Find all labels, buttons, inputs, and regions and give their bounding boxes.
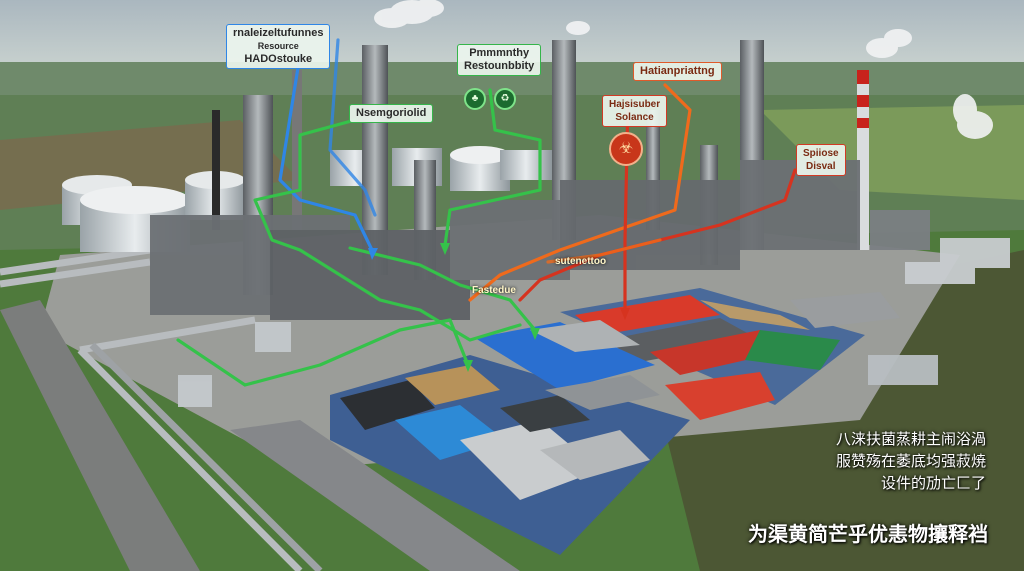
label-line: Solance bbox=[615, 112, 654, 123]
recycle-icon: ♻ bbox=[494, 88, 516, 110]
resource-management-label: rnaleizeltufunnes Resource HADOstouke bbox=[226, 24, 331, 69]
nonhazardous-solid-label: Nsemgoriolid bbox=[349, 104, 434, 123]
special-disposal-label: Spiiose Disval bbox=[796, 144, 846, 176]
hazard-treatment-label: Hatianpriattng bbox=[633, 62, 722, 81]
caption-line-1: 八涞扶菌蒸耕主闹浴渦 bbox=[835, 430, 986, 448]
caption-line-2: 服赞殇在萎底均强菽焼 bbox=[835, 452, 986, 470]
label-line: Spiiose bbox=[803, 148, 839, 159]
label-line: Hajsisuber bbox=[609, 99, 661, 110]
pipeline-rack bbox=[0, 246, 323, 571]
caption-line-3: 设件的劢亡匚了 bbox=[880, 474, 986, 492]
label-line: Resource bbox=[257, 41, 299, 51]
leaf-icon: ♣ bbox=[464, 88, 486, 110]
flow-lines bbox=[176, 38, 797, 387]
green-flow-tag: Fastedue bbox=[472, 285, 516, 296]
flow-arrowheads bbox=[368, 243, 630, 372]
road-center bbox=[230, 420, 520, 571]
waste-bins-right bbox=[560, 288, 900, 420]
label-line: Hatianpriattng bbox=[640, 65, 715, 77]
label-line: HADOstouke bbox=[244, 53, 313, 65]
orange-flow-tag: sutenettoo bbox=[555, 256, 607, 267]
label-line: rnaleizeltufunnes bbox=[233, 27, 324, 39]
road-left bbox=[0, 300, 200, 571]
label-line: Nsemgoriolid bbox=[356, 107, 427, 119]
biohazard-icon: ☣ bbox=[609, 132, 643, 166]
caption-title: 为渠黄简芒乎优恚物攘释裆 bbox=[748, 522, 988, 546]
process-units bbox=[150, 160, 1010, 407]
storage-tanks bbox=[62, 146, 552, 252]
smoke-plumes bbox=[374, 0, 993, 139]
label-line: Pmmmnthy bbox=[469, 47, 530, 59]
responsibility-label: Pmmmnthy Restounbbity bbox=[457, 44, 542, 76]
label-line: Disval bbox=[806, 161, 836, 172]
waste-bins-left bbox=[330, 320, 690, 555]
hazardous-substance-label: Hajsisuber Solance bbox=[602, 95, 668, 127]
label-line: Restounbbity bbox=[464, 60, 535, 72]
